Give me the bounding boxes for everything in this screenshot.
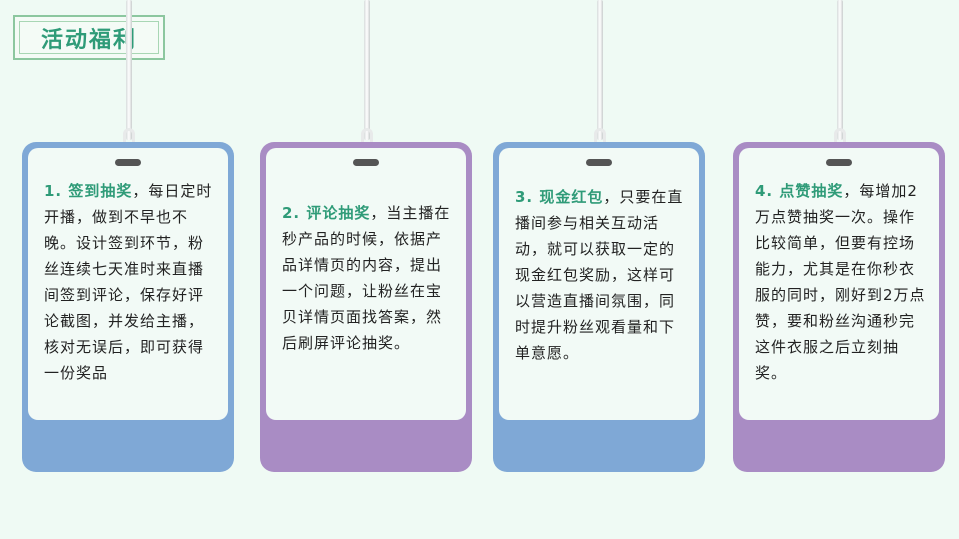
card-heading: 2. 评论抽奖 bbox=[282, 204, 371, 222]
card-body: ，每日定时开播，做到不早也不晚。设计签到环节，粉丝连续七天准时来直播间签到评论，… bbox=[44, 182, 213, 382]
hanging-string bbox=[837, 0, 843, 140]
card-inner: 1. 签到抽奖，每日定时开播，做到不早也不晚。设计签到环节，粉丝连续七天准时来直… bbox=[28, 148, 228, 420]
hook-icon bbox=[594, 128, 606, 144]
hook-icon bbox=[361, 128, 373, 144]
hanging-string bbox=[597, 0, 603, 140]
hanging-string bbox=[126, 0, 132, 140]
title-box: 活动福利 bbox=[13, 15, 165, 60]
hook-icon bbox=[123, 128, 135, 144]
card-heading: 3. 现金红包 bbox=[515, 188, 604, 206]
card-text: 1. 签到抽奖，每日定时开播，做到不早也不晚。设计签到环节，粉丝连续七天准时来直… bbox=[44, 178, 218, 386]
card-cash-red-packet: 3. 现金红包，只要在直播间参与相关互动活动，就可以获取一定的现金红包奖励，这样… bbox=[493, 142, 705, 472]
card-inner: 3. 现金红包，只要在直播间参与相关互动活动，就可以获取一定的现金红包奖励，这样… bbox=[499, 148, 699, 420]
card-heading: 4. 点赞抽奖 bbox=[755, 182, 844, 200]
card-inner: 2. 评论抽奖，当主播在秒产品的时候，依据产品详情页的内容，提出一个问题，让粉丝… bbox=[266, 148, 466, 420]
hook-icon bbox=[834, 128, 846, 144]
card-text: 4. 点赞抽奖，每增加2万点赞抽奖一次。操作比较简单，但要有控场能力，尤其是在你… bbox=[755, 178, 929, 386]
card-body: ，每增加2万点赞抽奖一次。操作比较简单，但要有控场能力，尤其是在你秒衣服的同时，… bbox=[755, 182, 926, 382]
card-slot bbox=[353, 159, 379, 166]
page-title: 活动福利 bbox=[40, 27, 137, 53]
card-body: ，当主播在秒产品的时候，依据产品详情页的内容，提出一个问题，让粉丝在宝贝详情页面… bbox=[282, 204, 451, 352]
card-like-lottery: 4. 点赞抽奖，每增加2万点赞抽奖一次。操作比较简单，但要有控场能力，尤其是在你… bbox=[733, 142, 945, 472]
card-inner: 4. 点赞抽奖，每增加2万点赞抽奖一次。操作比较简单，但要有控场能力，尤其是在你… bbox=[739, 148, 939, 420]
card-text: 3. 现金红包，只要在直播间参与相关互动活动，就可以获取一定的现金红包奖励，这样… bbox=[515, 184, 689, 366]
hanging-string bbox=[364, 0, 370, 140]
card-slot bbox=[586, 159, 612, 166]
card-slot bbox=[826, 159, 852, 166]
card-body: ，只要在直播间参与相关互动活动，就可以获取一定的现金红包奖励，这样可以营造直播间… bbox=[515, 188, 684, 362]
card-sign-in-lottery: 1. 签到抽奖，每日定时开播，做到不早也不晚。设计签到环节，粉丝连续七天准时来直… bbox=[22, 142, 234, 472]
card-slot bbox=[115, 159, 141, 166]
card-heading: 1. 签到抽奖 bbox=[44, 182, 133, 200]
card-text: 2. 评论抽奖，当主播在秒产品的时候，依据产品详情页的内容，提出一个问题，让粉丝… bbox=[282, 200, 456, 356]
card-comment-lottery: 2. 评论抽奖，当主播在秒产品的时候，依据产品详情页的内容，提出一个问题，让粉丝… bbox=[260, 142, 472, 472]
